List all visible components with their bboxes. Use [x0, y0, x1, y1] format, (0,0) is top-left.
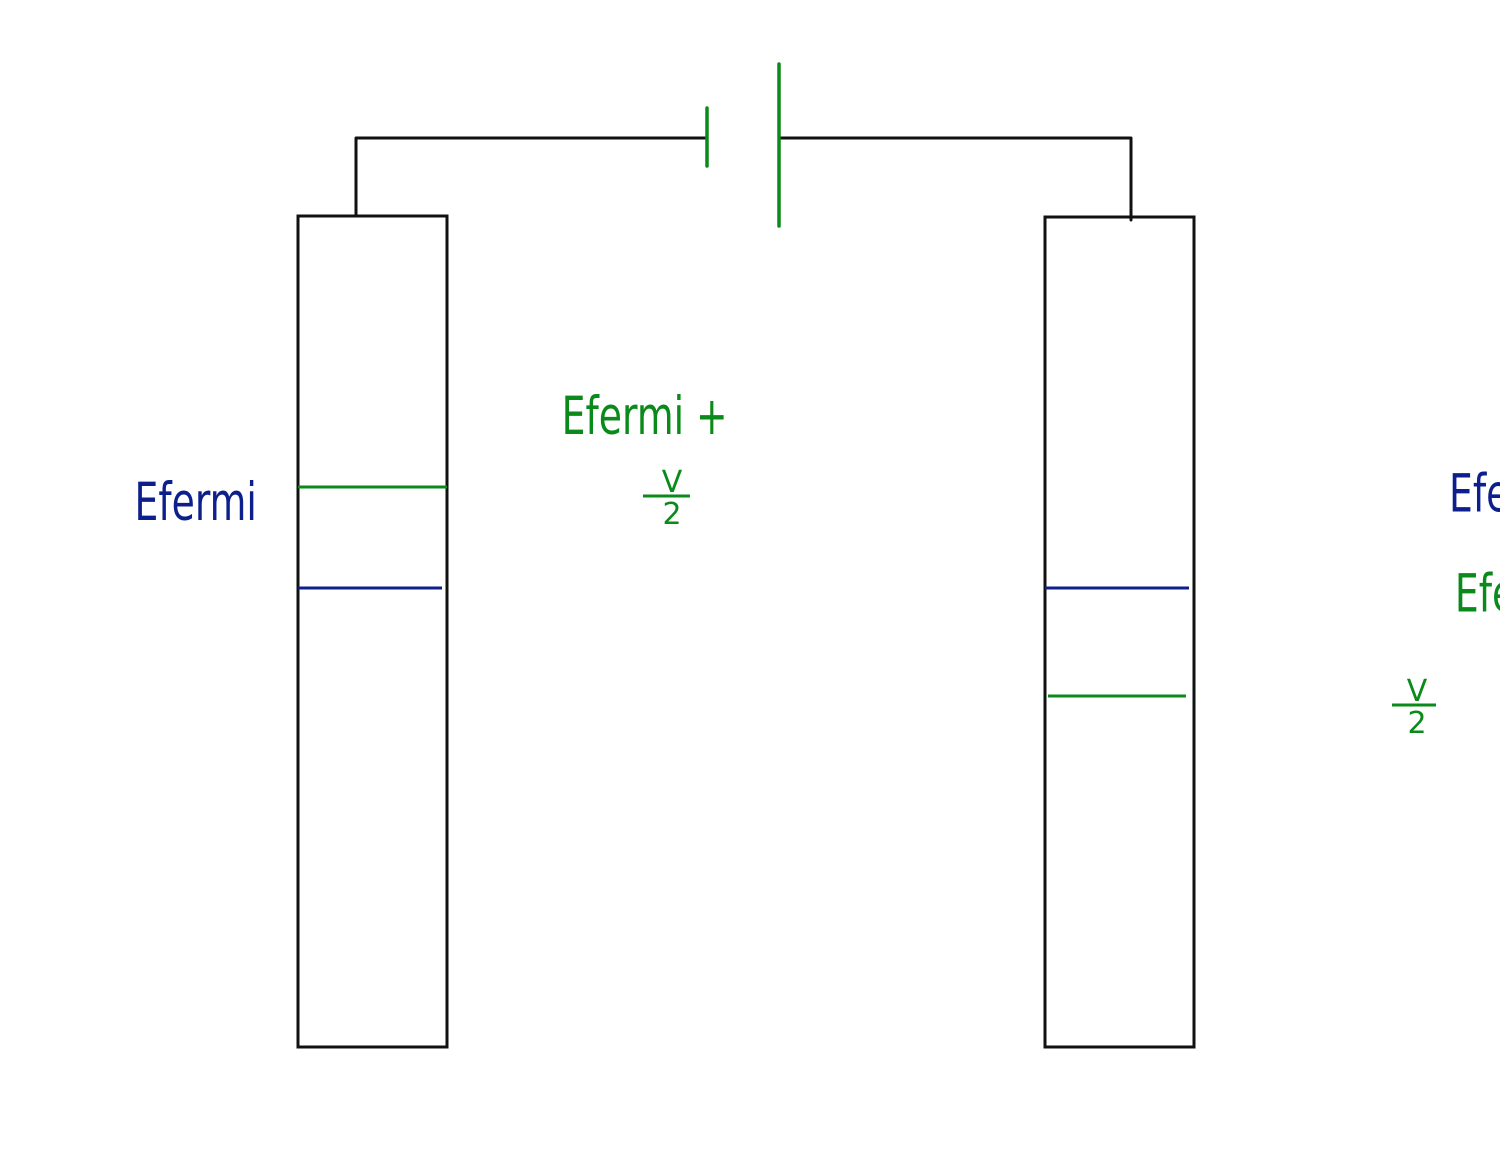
- right-fermi-label: Efermi: [1449, 462, 1500, 524]
- left-shifted-label: Efermi + V 2: [562, 384, 728, 532]
- battery-symbol: [705, 62, 781, 228]
- right-shifted-numerator: V: [1407, 674, 1428, 709]
- left-shifted-denominator: 2: [662, 497, 681, 532]
- right-shifted-denominator: 2: [1407, 706, 1426, 741]
- right-shifted-label: Efermi – V 2: [1392, 562, 1500, 741]
- right-shifted-label-text: Efermi –: [1455, 562, 1500, 624]
- left-wire: [354, 136, 709, 218]
- left-shifted-label-text: Efermi +: [562, 384, 728, 446]
- left-fermi-label: Efermi: [135, 470, 257, 532]
- right-electrode: [1043, 215, 1196, 1049]
- right-wire: [777, 136, 1133, 222]
- left-shifted-numerator: V: [662, 465, 683, 500]
- wires: [354, 136, 1133, 222]
- left-electrode: [296, 214, 449, 1049]
